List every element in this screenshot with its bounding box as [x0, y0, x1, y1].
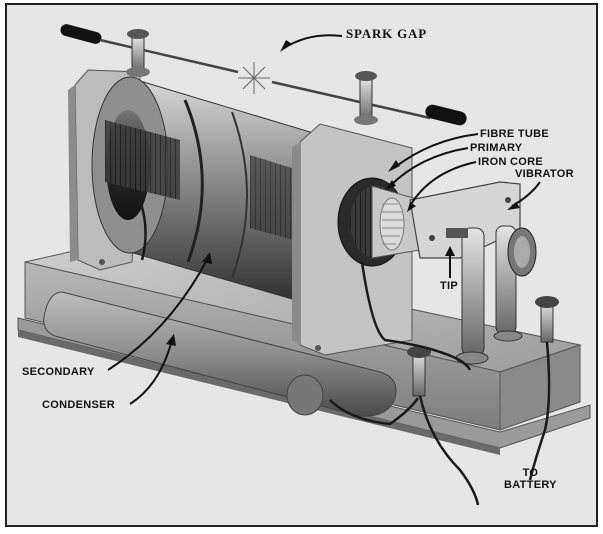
condenser-arrow	[129, 339, 173, 405]
label-to-battery: TO BATTERY	[504, 467, 557, 491]
label-condenser: CONDENSER	[42, 399, 115, 411]
condenser	[43, 291, 397, 417]
label-fibre-tube: FIBRE TUBE	[480, 128, 549, 140]
terminal-left	[407, 346, 431, 397]
label-tip: TIP	[440, 280, 459, 292]
secondary-coil	[91, 76, 331, 311]
arrow-heads	[166, 40, 520, 346]
iron-core-arrowhead	[407, 202, 416, 212]
label-spark-gap: SPARK GAP	[346, 26, 427, 41]
label-primary: PRIMARY	[470, 142, 523, 154]
spark-gap-arrowhead	[280, 40, 292, 52]
secondary-arrow	[107, 257, 209, 371]
primary-arrowhead	[385, 180, 396, 190]
fibre-tube-arrow	[393, 133, 479, 169]
label-battery: BATTERY	[504, 479, 557, 491]
tip-arrowhead	[445, 246, 455, 256]
vibrator-assembly	[409, 181, 537, 365]
label-vibrator: VIBRATOR	[515, 168, 574, 180]
condenser-arrowhead	[166, 334, 176, 346]
picture-border	[5, 3, 598, 527]
vibrator-arrowhead	[507, 202, 520, 210]
spark-icon	[238, 62, 270, 94]
label-secondary: SECONDARY	[22, 366, 95, 378]
secondary-arrowhead	[202, 252, 212, 264]
primary-arrow	[389, 147, 469, 187]
primary-assembly	[337, 177, 421, 267]
label-iron-core: IRON CORE	[478, 156, 544, 168]
wires	[138, 199, 551, 506]
fibre-tube-arrowhead	[388, 160, 400, 172]
spark-gap-assembly	[60, 24, 467, 126]
label-to: TO	[522, 467, 539, 479]
iron-core-arrow	[409, 161, 477, 207]
